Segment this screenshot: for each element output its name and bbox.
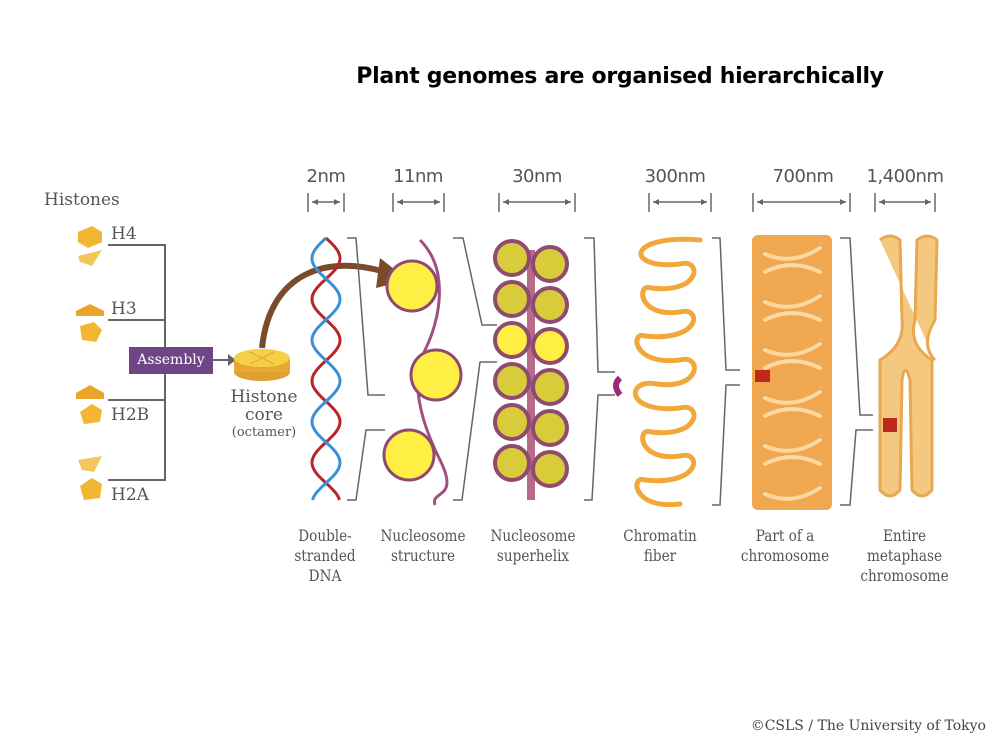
superhelix-nucleosome [531,409,569,447]
chromatin-coil [763,342,822,357]
scale-label-2nm: 2nm [306,166,346,187]
scale-bar-700nm [752,193,851,212]
stage-label-line: structure [390,546,456,565]
stage-label-nucleosome-superhelix: Nucleosome superhelix [486,526,580,566]
stage-label-line: fiber [643,546,677,565]
chromatin-coil [763,486,822,501]
histone-label-h2a: H2A [111,485,149,505]
histones-heading: Histones [44,190,120,210]
superhelix-nucleosome [531,368,569,406]
chromatin-coil [763,390,822,405]
chromatin-coil [763,263,822,274]
core-label-line1: Histone [230,387,298,407]
chromatin-coil [763,246,822,261]
chromatin-coil [763,294,822,309]
scale-bar-1400nm [874,193,936,212]
superhelix-nucleosome [531,327,569,365]
chromatin-coil [763,311,822,322]
histone-core-icon [234,349,290,381]
stage-label-line: chromosome [860,566,949,585]
histone-pieces [76,226,104,500]
superhelix-nucleosome [493,403,531,441]
superhelix-nucleosome [493,280,531,318]
histone-core-label: Histone core (octamer) [218,388,310,442]
stage-label-line: metaphase [866,546,943,565]
scale-bar-30nm [498,193,576,212]
scale-bar-300nm [648,193,712,212]
zoom-brackets [347,237,873,506]
chromatin-coil [763,455,822,466]
stage-label-line: DNA [308,566,342,585]
histone-label-h2b: H2B [111,405,150,425]
superhelix-nucleosome [493,239,531,277]
nucleosome-structure-icon [382,238,463,506]
chromatin-coil [763,438,822,453]
stage-label-line: superhelix [496,546,570,565]
chromatin-fiber-icon [613,236,703,508]
scale-bars [307,193,936,212]
stage-label-line: chromosome [740,546,830,565]
stage-label-metaphase-chromosome: Entire metaphase chromosome [856,526,954,586]
histone-h2a-icon [78,456,102,500]
chromatin-coil [763,407,822,418]
assembly-label: Assembly [129,347,213,374]
stage-label-line: Double- [298,526,352,545]
nucleosome-superhelix-icon [493,239,569,500]
superhelix-axis [527,250,535,500]
stage-label-nucleosome-structure: Nucleosome structure [376,526,470,566]
stage-label-line: stranded [294,546,356,565]
superhelix-nucleosome [531,286,569,324]
chromatin-coil [763,359,822,370]
scale-label-30nm: 30nm [512,166,562,187]
stage-label-dna: Double- stranded DNA [287,526,364,586]
histone-label-h3: H3 [111,299,137,319]
histone-h2b-icon [76,385,104,424]
core-label-line3: (octamer) [231,425,297,440]
stage-label-line: Chromatin [623,526,697,545]
superhelix-nucleosome [531,450,569,488]
stage-label-chromosome-part: Part of a chromosome [734,526,836,566]
histone-h3-icon [76,304,104,342]
stage-label-line: Nucleosome [490,526,576,545]
superhelix-nucleosome [493,444,531,482]
stage-label-line: Part of a [755,526,815,545]
scale-label-11nm: 11nm [393,166,443,187]
assembly-arrow [213,354,236,366]
scale-label-300nm: 300nm [644,166,706,187]
superhelix-nucleosome [531,245,569,283]
marker-region [883,418,897,432]
dna-helix-icon [310,236,342,501]
superhelix-nucleosome [493,321,531,359]
marker-region [755,370,770,382]
histone-label-h4: H4 [111,224,137,244]
chromosome-part-icon [752,235,832,510]
core-label-line2: core [245,405,283,425]
scale-label-700nm: 700nm [772,166,834,187]
metaphase-chromosome-icon [878,234,939,498]
stage-label-line: Nucleosome [380,526,466,545]
scale-label-1400nm: 1,400nm [866,166,944,187]
stage-label-chromatin-fiber: Chromatin fiber [613,526,707,566]
copyright: ©CSLS / The University of Tokyo [750,718,986,734]
superhelix-nucleosome [493,362,531,400]
histone-h4-icon [78,226,102,266]
page-title: Plant genomes are organised hierarchical… [356,64,884,89]
scale-bar-11nm [392,193,445,212]
stage-label-line: Entire [882,526,927,545]
